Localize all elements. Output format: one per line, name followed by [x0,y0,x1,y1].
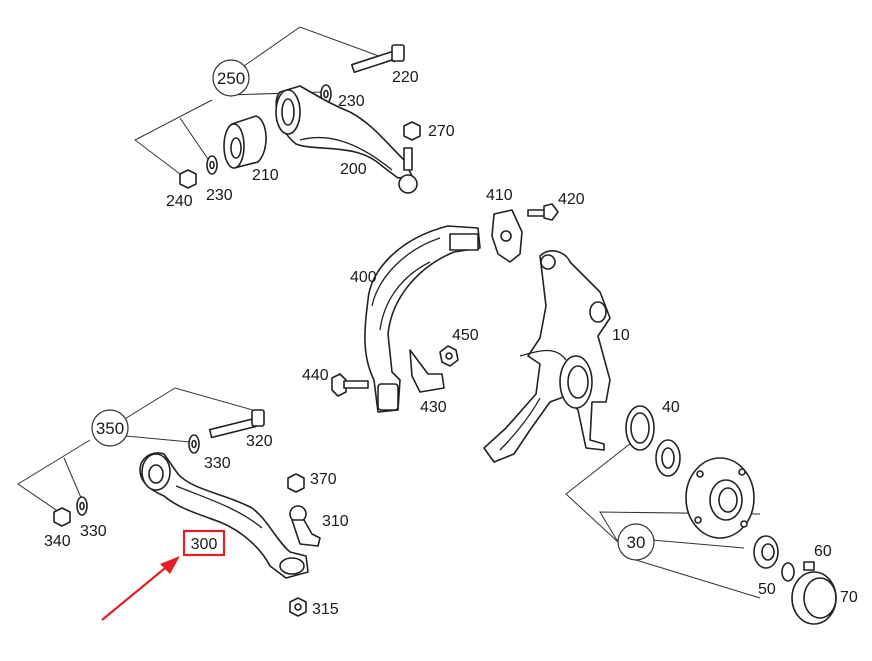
label-315: 315 [312,601,339,618]
label-40: 40 [662,399,680,416]
label-330-lower: 330 [80,523,107,540]
label-220: 220 [392,69,419,86]
nut-315[interactable] [289,597,307,617]
label-420: 420 [558,191,585,208]
hub-nut-50[interactable] [753,535,779,569]
highlight-300[interactable]: 300 [182,529,226,557]
nut-450[interactable] [439,345,459,367]
bolt-220[interactable] [350,44,405,74]
dust-cap-70[interactable] [791,571,837,625]
seal-ring-40[interactable] [625,405,655,451]
arrow-icon [101,556,180,621]
bracket-410[interactable] [491,209,523,263]
washer-330-upper[interactable] [188,434,200,454]
label-300: 300 [191,536,218,553]
screw-60[interactable] [803,561,815,571]
callout-30[interactable]: 30 [617,523,655,561]
steering-knuckle-10[interactable] [483,250,611,463]
label-310: 310 [322,513,349,530]
washer-330-lower[interactable] [76,496,88,516]
nut-340[interactable] [53,507,71,527]
bolt-320[interactable] [208,409,265,439]
label-10: 10 [612,327,630,344]
label-430: 430 [420,399,447,416]
label-410: 410 [486,187,513,204]
strut-arm-400[interactable] [364,225,481,413]
wheel-bearing[interactable] [655,439,681,477]
label-230-lower: 230 [206,187,233,204]
wheel-hub[interactable] [685,457,755,539]
group-350-leaders [17,387,261,515]
callout-250[interactable]: 250 [212,59,250,97]
label-320: 320 [246,433,273,450]
svg-text:250: 250 [217,69,245,88]
nut-240[interactable] [179,169,197,189]
label-340: 340 [44,533,71,550]
label-450: 450 [452,327,479,344]
ball-joint-310[interactable] [289,505,321,547]
label-400: 400 [350,269,377,286]
bolt-420[interactable] [527,203,559,221]
bracket-430[interactable] [409,349,445,393]
upper-control-arm-200[interactable] [275,85,418,194]
svg-text:30: 30 [627,533,646,552]
label-210: 210 [252,167,279,184]
label-240: 240 [166,193,193,210]
label-440: 440 [302,367,329,384]
nut-270[interactable] [403,121,421,141]
label-330-upper: 330 [204,455,231,472]
label-230-upper: 230 [338,93,365,110]
nut-370[interactable] [287,473,305,493]
washer-small[interactable] [781,562,795,582]
label-270: 270 [428,123,455,140]
bushing-210[interactable] [223,115,267,169]
label-370: 370 [310,471,337,488]
label-70: 70 [840,589,858,606]
label-200: 200 [340,161,367,178]
washer-230-lower[interactable] [206,155,218,175]
label-60: 60 [814,543,832,560]
callout-350[interactable]: 350 [91,409,129,447]
bolt-440[interactable] [331,373,369,397]
lower-control-arm-300[interactable] [139,452,309,579]
label-50: 50 [758,581,776,598]
svg-text:350: 350 [96,419,124,438]
